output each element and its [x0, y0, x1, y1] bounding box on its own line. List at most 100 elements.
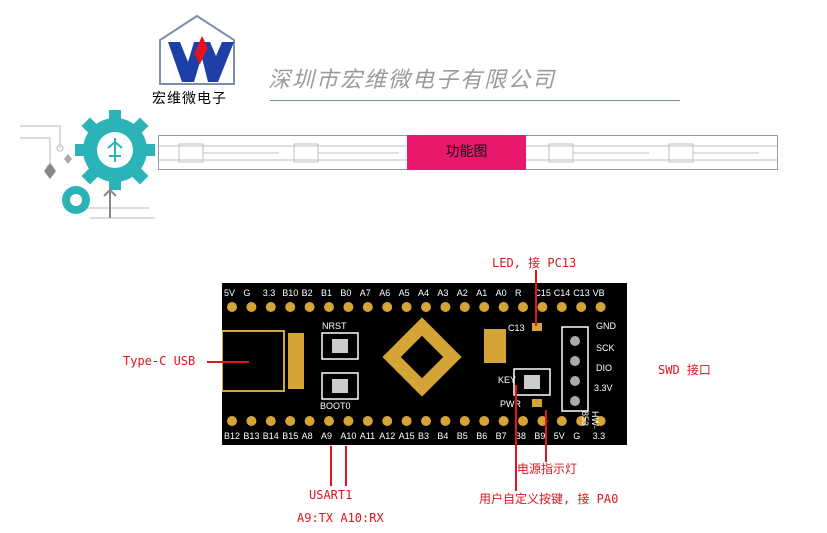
silk-nrst: NRST — [322, 321, 347, 331]
bottom-pin-label: B9 — [534, 431, 546, 441]
bottom-pin-hole — [421, 416, 431, 426]
bottom-pin-hole — [401, 416, 412, 426]
bottom-pin-label: B7 — [495, 431, 507, 441]
bottom-pin-hole — [595, 416, 606, 426]
bottom-pin-hole — [265, 416, 276, 426]
callout-swd: SWD 接口 — [658, 363, 711, 377]
bottom-pin-hole — [285, 416, 296, 426]
star-icon — [44, 163, 56, 179]
swd-pin-dio: DIO — [596, 363, 613, 373]
bottom-pin-hole — [518, 416, 528, 426]
top-pin-hole — [479, 302, 490, 312]
silk-model: HW-853 — [580, 411, 600, 429]
callout-user-key: 用户自定义按键, 接 PA0 — [479, 492, 619, 506]
bottom-pin-label: B6 — [476, 431, 488, 441]
silk-c13: C13 — [508, 323, 525, 333]
bottom-pin-label: A9 — [321, 431, 333, 441]
company-logo — [158, 14, 236, 90]
top-pin-label: B10 — [282, 288, 299, 298]
logo-caption: 宏维微电子 — [152, 91, 227, 107]
banner-title: 功能图 — [407, 135, 526, 170]
top-pin-label: A5 — [398, 288, 410, 298]
top-pin-label: A7 — [359, 288, 371, 298]
top-pin-label: B0 — [340, 288, 352, 298]
top-pin-hole — [518, 302, 528, 312]
swd-pin-3v3: 3.3V — [594, 383, 613, 393]
bottom-pin-hole — [556, 416, 567, 426]
top-pin-label: G — [243, 288, 251, 298]
top-pin-label: A1 — [476, 288, 488, 298]
top-pin-hole — [440, 302, 451, 312]
top-pin-hole — [576, 302, 587, 312]
bottom-pin-label: B12 — [224, 431, 241, 441]
silk-boot0: BOOT0 — [320, 401, 351, 411]
silk-pwr: PWR — [500, 399, 521, 409]
top-pin-label: VB — [592, 288, 605, 298]
top-pin-hole — [421, 302, 431, 312]
header-rule — [270, 100, 680, 101]
bottom-pin-hole — [324, 416, 334, 426]
bottom-pin-hole — [304, 416, 315, 426]
callout-usart-pins: A9:TX A10:RX — [297, 511, 384, 525]
bottom-pin-hole — [479, 416, 490, 426]
small-gear-icon — [62, 186, 90, 214]
swd-pin-sck: SCK — [596, 343, 615, 353]
top-pin-label: C13 — [573, 288, 590, 298]
top-pin-hole — [285, 302, 296, 312]
bottom-pin-label: B3 — [418, 431, 430, 441]
bottom-pin-label: B15 — [282, 431, 299, 441]
bottom-pin-hole — [440, 416, 451, 426]
top-pin-label: A2 — [456, 288, 468, 298]
top-pin-hole — [304, 302, 315, 312]
top-pin-label: C14 — [553, 288, 571, 298]
bottom-pin-label: A12 — [379, 431, 396, 441]
gear-illustration — [20, 108, 160, 226]
top-pin-hole — [343, 302, 354, 312]
bottom-pin-label: B8 — [515, 431, 527, 441]
bottom-pin-hole — [537, 416, 548, 426]
bottom-pin-label: A8 — [301, 431, 313, 441]
top-pin-hole — [401, 302, 412, 312]
bottom-pin-hole — [246, 416, 257, 426]
bottom-pin-label: A10 — [340, 431, 357, 441]
bottom-pin-hole — [459, 416, 470, 426]
bottom-pin-label: 3.3 — [592, 431, 606, 441]
logo-mark — [159, 14, 235, 85]
top-pin-hole — [382, 302, 393, 312]
top-pin-label: B1 — [321, 288, 333, 298]
top-pin-label: 5V — [224, 288, 236, 298]
bottom-pin-label: A15 — [398, 431, 415, 441]
top-pin-label: A4 — [418, 288, 430, 298]
top-pin-label: B2 — [301, 288, 313, 298]
callout-usart: USART1 — [309, 488, 353, 502]
top-pin-hole — [556, 302, 567, 312]
bottom-pin-hole — [362, 416, 373, 426]
company-name: 深圳市宏维微电子有限公司 — [268, 68, 557, 93]
top-pin-hole — [595, 302, 606, 312]
top-pin-hole — [459, 302, 470, 312]
top-pin-label: A0 — [495, 288, 507, 298]
gear-icon — [75, 110, 155, 190]
usb-icon — [103, 188, 117, 218]
top-pin-hole — [227, 302, 237, 312]
bottom-pin-hole — [382, 416, 393, 426]
top-pin-label: A6 — [379, 288, 391, 298]
top-pin-label: A3 — [437, 288, 449, 298]
bottom-pin-hole — [343, 416, 354, 426]
bottom-pin-label: B13 — [243, 431, 260, 441]
top-pin-hole — [246, 302, 257, 312]
top-pin-label: R — [515, 288, 522, 298]
swd-pin-gnd: GND — [596, 321, 616, 331]
callout-type-c: Type-C USB — [123, 354, 196, 368]
bottom-pin-hole — [576, 416, 587, 426]
top-pin-label: C15 — [534, 288, 551, 298]
top-pin-hole — [537, 302, 548, 312]
top-pin-label: 3.3 — [262, 288, 276, 298]
top-pin-hole — [362, 302, 373, 312]
bottom-pin-label: A11 — [359, 431, 376, 441]
bottom-pin-label: B4 — [437, 431, 449, 441]
callout-power-led: 电源指示灯 — [517, 462, 578, 476]
bottom-pin-label: 5V — [553, 431, 565, 441]
silk-key: KEY — [498, 375, 517, 385]
